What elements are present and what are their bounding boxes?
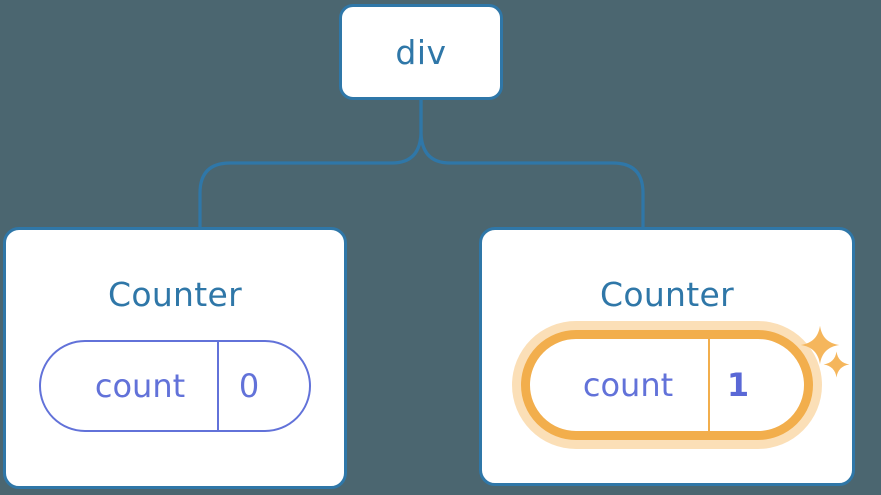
node-counter-left[interactable]: Counter count 0: [3, 227, 347, 489]
state-key-left: count: [41, 342, 219, 430]
node-counter-right[interactable]: Counter count 1: [479, 227, 855, 486]
node-counter-left-title: Counter: [108, 275, 242, 314]
node-div-label: div: [395, 32, 447, 72]
state-pill-wrapper-right: count 1: [482, 330, 852, 440]
state-pill-right-highlighted[interactable]: count 1: [521, 330, 813, 440]
state-value-left: 0: [238, 367, 260, 405]
sparkle-icon: [823, 351, 850, 378]
node-div[interactable]: div: [339, 4, 503, 100]
sparkle-icon: [800, 325, 840, 365]
state-key-right: count: [530, 339, 710, 431]
edge-root-to-left-counter: [198, 98, 423, 229]
node-counter-right-title: Counter: [600, 275, 734, 314]
state-value-right: 1: [726, 366, 750, 404]
edge-root-to-right-counter: [419, 98, 645, 229]
state-pill-left[interactable]: count 0: [39, 340, 311, 432]
state-pill-wrapper-left: count 0: [6, 340, 344, 432]
